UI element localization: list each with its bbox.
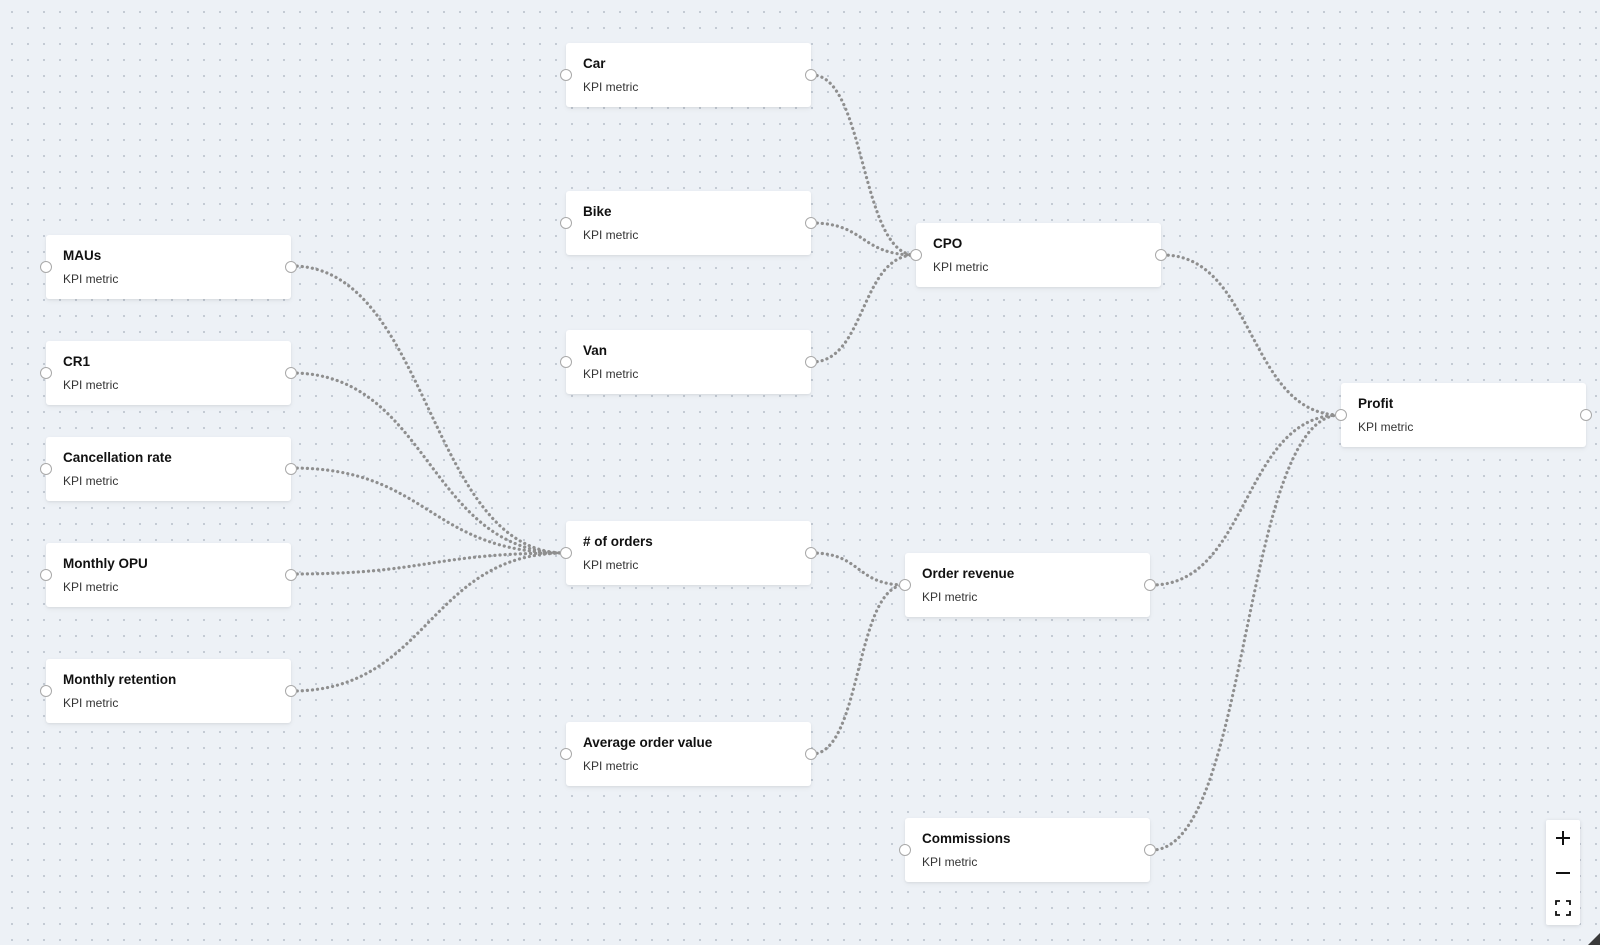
edge-monthly-retention-to-orders[interactable] <box>290 551 567 693</box>
window-corner <box>1588 933 1600 945</box>
node-monthly-retention[interactable]: Monthly retention KPI metric <box>40 659 297 723</box>
node-bike[interactable]: Bike KPI metric <box>560 191 817 255</box>
input-handle[interactable] <box>40 685 52 697</box>
input-handle[interactable] <box>40 367 52 379</box>
node-subtitle: KPI metric <box>922 590 978 604</box>
node-title: Commissions <box>922 831 1011 846</box>
output-handle[interactable] <box>805 356 817 368</box>
node-title: Monthly retention <box>63 672 177 687</box>
edge-average-order-value-to-order-revenue[interactable] <box>810 583 907 756</box>
edge-cancellation-rate-to-orders[interactable] <box>290 466 567 555</box>
node-subtitle: KPI metric <box>63 378 119 392</box>
edge-cpo-to-profit[interactable] <box>1161 253 1342 417</box>
node-title: Profit <box>1358 396 1394 411</box>
node-subtitle: KPI metric <box>583 228 639 242</box>
node-title: CPO <box>933 236 963 251</box>
fit-view-button[interactable] <box>1546 890 1580 925</box>
output-handle[interactable] <box>1144 579 1156 591</box>
node-title: Monthly OPU <box>63 556 148 571</box>
output-handle[interactable] <box>285 685 297 697</box>
edge-orders-to-order-revenue[interactable] <box>810 551 907 587</box>
input-handle[interactable] <box>1335 409 1347 421</box>
node-subtitle: KPI metric <box>922 855 978 869</box>
node-title: # of orders <box>583 534 653 549</box>
node-subtitle: KPI metric <box>933 260 989 274</box>
node-title: Van <box>583 343 608 358</box>
node-title: Cancellation rate <box>63 450 172 465</box>
edge-monthly-opu-to-orders[interactable] <box>290 551 567 576</box>
node-cancellation-rate[interactable]: Cancellation rate KPI metric <box>40 437 297 501</box>
output-handle[interactable] <box>805 547 817 559</box>
node-profit[interactable]: Profit KPI metric <box>1335 383 1592 447</box>
minus-icon <box>1556 871 1570 874</box>
node-monthly-opu[interactable]: Monthly OPU KPI metric <box>40 543 297 607</box>
input-handle[interactable] <box>560 547 572 559</box>
input-handle[interactable] <box>560 217 572 229</box>
node-average-order-value[interactable]: Average order value KPI metric <box>560 722 817 786</box>
node-subtitle: KPI metric <box>1358 420 1414 434</box>
node-van[interactable]: Van KPI metric <box>560 330 817 394</box>
node-subtitle: KPI metric <box>63 696 119 710</box>
input-handle[interactable] <box>40 463 52 475</box>
edge-commissions-to-profit[interactable] <box>1150 413 1342 852</box>
node-title: Bike <box>583 204 612 219</box>
plus-icon <box>1556 830 1570 845</box>
edge-order-revenue-to-profit[interactable] <box>1150 413 1342 587</box>
node-commissions[interactable]: Commissions KPI metric <box>899 818 1156 882</box>
input-handle[interactable] <box>560 69 572 81</box>
input-handle[interactable] <box>40 569 52 581</box>
output-handle[interactable] <box>805 217 817 229</box>
output-handle[interactable] <box>285 261 297 273</box>
input-handle[interactable] <box>560 748 572 760</box>
node-subtitle: KPI metric <box>583 367 639 381</box>
output-handle[interactable] <box>285 463 297 475</box>
output-handle[interactable] <box>1144 844 1156 856</box>
edge-bike-to-cpo[interactable] <box>810 221 917 257</box>
edge-cr1-to-orders[interactable] <box>290 371 567 555</box>
input-handle[interactable] <box>40 261 52 273</box>
node-maus[interactable]: MAUs KPI metric <box>40 235 297 299</box>
edge-maus-to-orders[interactable] <box>290 264 567 555</box>
output-handle[interactable] <box>285 367 297 379</box>
input-handle[interactable] <box>910 249 922 261</box>
output-handle[interactable] <box>805 69 817 81</box>
node-subtitle: KPI metric <box>63 272 119 286</box>
node-subtitle: KPI metric <box>63 580 119 594</box>
output-handle[interactable] <box>1155 249 1167 261</box>
node-title: Average order value <box>583 735 713 750</box>
node-num-orders[interactable]: # of orders KPI metric <box>560 521 817 585</box>
edge-car-to-cpo[interactable] <box>810 73 917 257</box>
output-handle[interactable] <box>1580 409 1592 421</box>
node-subtitle: KPI metric <box>583 558 639 572</box>
zoom-in-button[interactable] <box>1546 820 1580 855</box>
fit-view-icon <box>1555 899 1571 916</box>
edge-van-to-cpo[interactable] <box>810 253 917 364</box>
node-title: Car <box>583 56 606 71</box>
output-handle[interactable] <box>285 569 297 581</box>
node-cpo[interactable]: CPO KPI metric <box>910 223 1167 287</box>
node-title: Order revenue <box>922 566 1015 581</box>
node-cr1[interactable]: CR1 KPI metric <box>40 341 297 405</box>
node-order-revenue[interactable]: Order revenue KPI metric <box>899 553 1156 617</box>
node-subtitle: KPI metric <box>583 759 639 773</box>
node-subtitle: KPI metric <box>583 80 639 94</box>
node-subtitle: KPI metric <box>63 474 119 488</box>
output-handle[interactable] <box>805 748 817 760</box>
node-title: CR1 <box>63 354 91 369</box>
input-handle[interactable] <box>560 356 572 368</box>
zoom-out-button[interactable] <box>1546 855 1580 890</box>
input-handle[interactable] <box>899 844 911 856</box>
input-handle[interactable] <box>899 579 911 591</box>
node-car[interactable]: Car KPI metric <box>560 43 817 107</box>
node-title: MAUs <box>63 248 102 263</box>
zoom-controls <box>1546 820 1580 925</box>
